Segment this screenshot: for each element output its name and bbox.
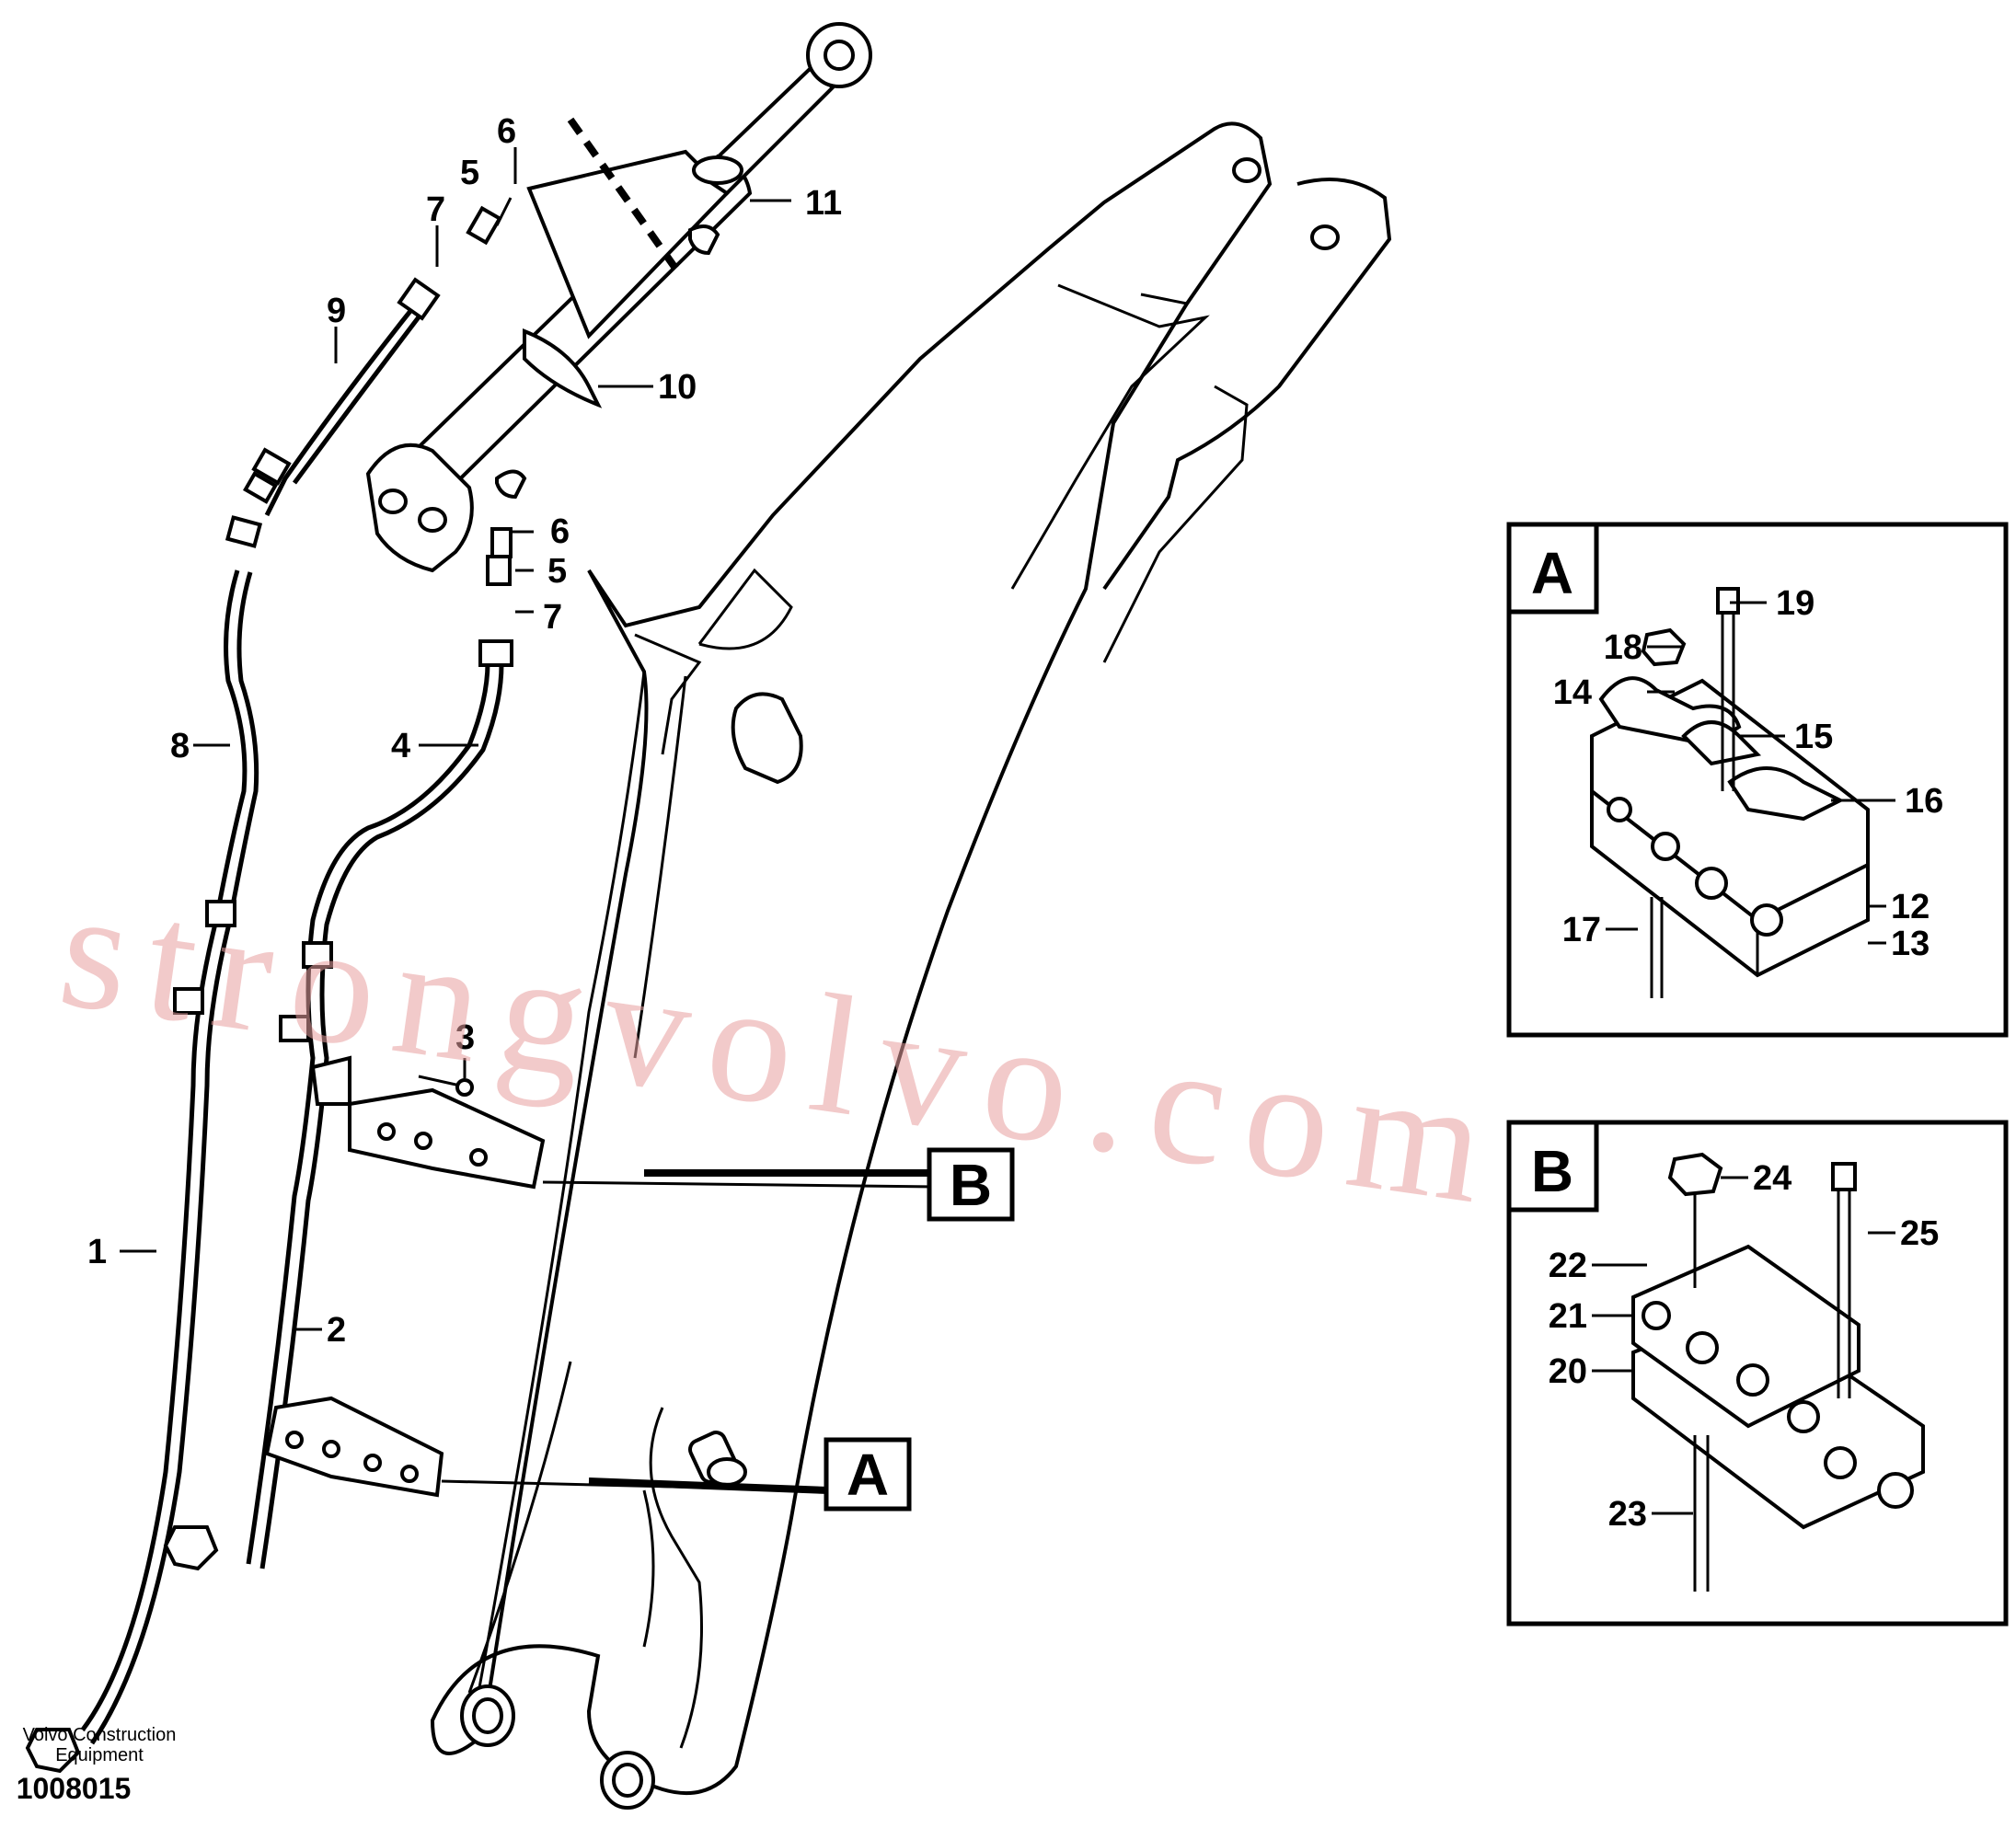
callout-6-upper: 6	[497, 112, 516, 151]
footer-company-line1: Volvo Construction	[23, 1725, 177, 1745]
callout-6-lower: 6	[550, 512, 570, 551]
callout-5-lower: 5	[547, 552, 567, 591]
callout-19: 19	[1776, 584, 1814, 623]
callout-13: 13	[1891, 925, 1930, 963]
hydraulic-pipes	[25, 205, 513, 1774]
ref-label-a-main: A	[847, 1442, 889, 1508]
callout-1: 1	[87, 1233, 107, 1271]
ref-box-a-main	[824, 1437, 912, 1512]
callout-23: 23	[1608, 1495, 1647, 1534]
callout-15: 15	[1794, 718, 1833, 756]
callout-21: 21	[1549, 1297, 1587, 1336]
callout-2: 2	[327, 1311, 346, 1350]
callout-18: 18	[1604, 628, 1642, 667]
footer-company-line2: Equipment	[55, 1745, 144, 1765]
callout-12: 12	[1891, 888, 1930, 926]
callout-3: 3	[455, 1018, 475, 1057]
callout-5-upper: 5	[460, 154, 479, 192]
callout-9: 9	[327, 292, 346, 330]
hydraulic-cylinder	[365, 22, 872, 573]
callout-17: 17	[1562, 911, 1601, 949]
callout-10: 10	[658, 368, 697, 407]
callout-4: 4	[391, 727, 410, 765]
ref-box-b-main	[927, 1147, 1015, 1222]
callout-14: 14	[1553, 673, 1592, 712]
ref-label-b-main: B	[950, 1152, 992, 1218]
callout-24: 24	[1753, 1159, 1791, 1198]
detail-b-title: B	[1531, 1138, 1573, 1204]
callout-16: 16	[1905, 782, 1943, 821]
drawing-number: 1008015	[17, 1772, 132, 1805]
callout-7-lower: 7	[543, 598, 562, 637]
callout-labels: 1 2 3 4 5 5 6 6 7 7 8 9 10 11 12 13 14 1…	[87, 112, 1943, 1534]
clamp-block-b-main	[310, 1055, 546, 1190]
detail-b-panel: B	[1506, 1120, 2009, 1627]
callout-25: 25	[1900, 1214, 1939, 1253]
detail-a-panel: A	[1506, 522, 2009, 1038]
callout-22: 22	[1549, 1247, 1587, 1285]
boom-arm	[430, 121, 1392, 1810]
detail-a-title: A	[1531, 540, 1573, 606]
leader-lines	[120, 147, 1895, 1515]
callout-7-upper: 7	[426, 190, 445, 229]
clamp-block-a-main	[264, 1396, 444, 1498]
callout-11: 11	[805, 184, 842, 223]
callout-20: 20	[1549, 1352, 1587, 1391]
callout-8: 8	[170, 727, 190, 765]
